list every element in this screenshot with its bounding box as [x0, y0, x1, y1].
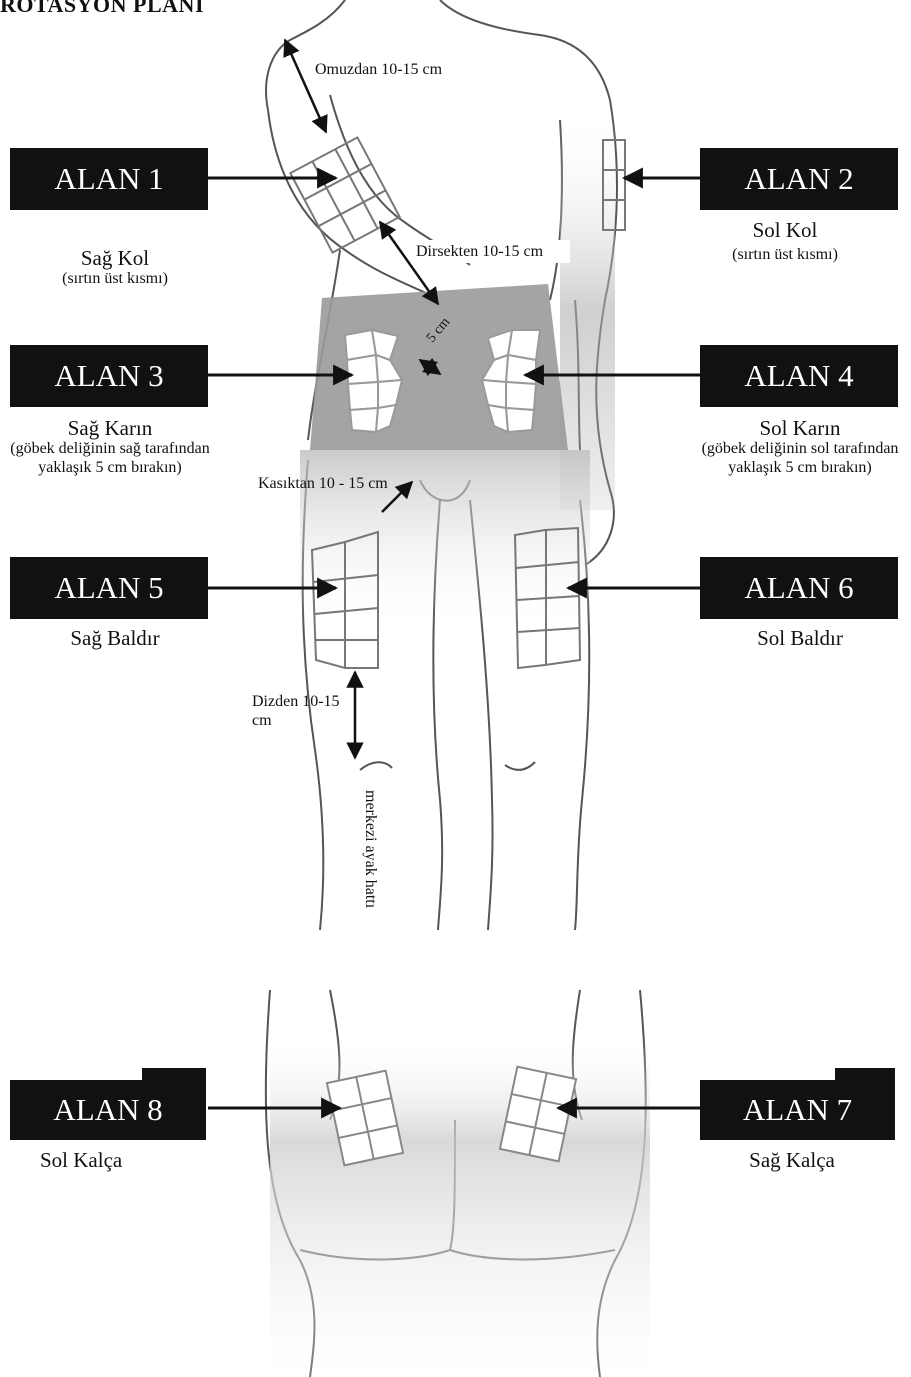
- zone-label-2: Sol Kol (sırtın üst kısmı): [690, 218, 880, 265]
- note-groin: Kasıktan 10 - 15 cm: [258, 474, 388, 493]
- zone-detail-2: (sırtın üst kısmı): [690, 246, 880, 264]
- grid-zone-1: [290, 137, 399, 252]
- zone-box-2: ALAN 2: [700, 148, 898, 210]
- arrow-shoulder: [285, 40, 326, 132]
- zone-label-4: Sol Karın (göbek deliğinin sol tarafında…: [700, 416, 900, 477]
- zone-box-4: ALAN 4: [700, 345, 898, 407]
- zone-label-6: Sol Baldır: [710, 626, 890, 650]
- zone-name-7: Sağ Kalça: [712, 1148, 872, 1172]
- zone-label-3: Sağ Karın (göbek deliğinin sağ tarafında…: [10, 416, 210, 477]
- grid-zone-3: [345, 330, 402, 432]
- note-shoulder: Omuzdan 10-15 cm: [315, 60, 455, 79]
- zone-name-8: Sol Kalça: [40, 1148, 170, 1172]
- zone-box-8: ALAN 8: [10, 1080, 206, 1140]
- zone-box-6: ALAN 6: [700, 557, 898, 619]
- zone-label-5: Sağ Baldır: [30, 626, 200, 650]
- zone-name-2: Sol Kol: [690, 218, 880, 242]
- zone-detail-3: (göbek deliğinin sağ tarafından yaklaşık…: [10, 440, 210, 477]
- note-elbow: Dirsekten 10-15 cm: [412, 240, 570, 263]
- zone-box-1: ALAN 1: [10, 148, 208, 210]
- zone-name-3: Sağ Karın: [10, 416, 210, 440]
- zone-label-8: Sol Kalça: [10, 1148, 170, 1172]
- zone-label-1: Sağ Kol (sırtın üst kısmı): [30, 246, 200, 289]
- grid-zone-4: [482, 330, 540, 432]
- hips-shading: [270, 1040, 650, 1377]
- zone-name-5: Sağ Baldır: [30, 626, 200, 650]
- zone-detail-4: (göbek deliğinin sol tarafından yaklaşık…: [700, 440, 900, 477]
- zone-detail-1: (sırtın üst kısmı): [30, 270, 200, 288]
- zone-label-7: Sağ Kalça: [712, 1148, 872, 1172]
- note-knee: Dizden 10-15 cm: [252, 692, 350, 730]
- zone-name-6: Sol Baldır: [710, 626, 890, 650]
- zone-name-1: Sağ Kol: [30, 246, 200, 270]
- zone-box-7: ALAN 7: [700, 1080, 895, 1140]
- note-center-line: merkezi ayak hattı: [361, 790, 380, 920]
- zone-name-4: Sol Karın: [700, 416, 900, 440]
- zone-box-5: ALAN 5: [10, 557, 208, 619]
- diagram-title: ROTASYON PLANI: [0, 0, 204, 18]
- zone-box-3: ALAN 3: [10, 345, 208, 407]
